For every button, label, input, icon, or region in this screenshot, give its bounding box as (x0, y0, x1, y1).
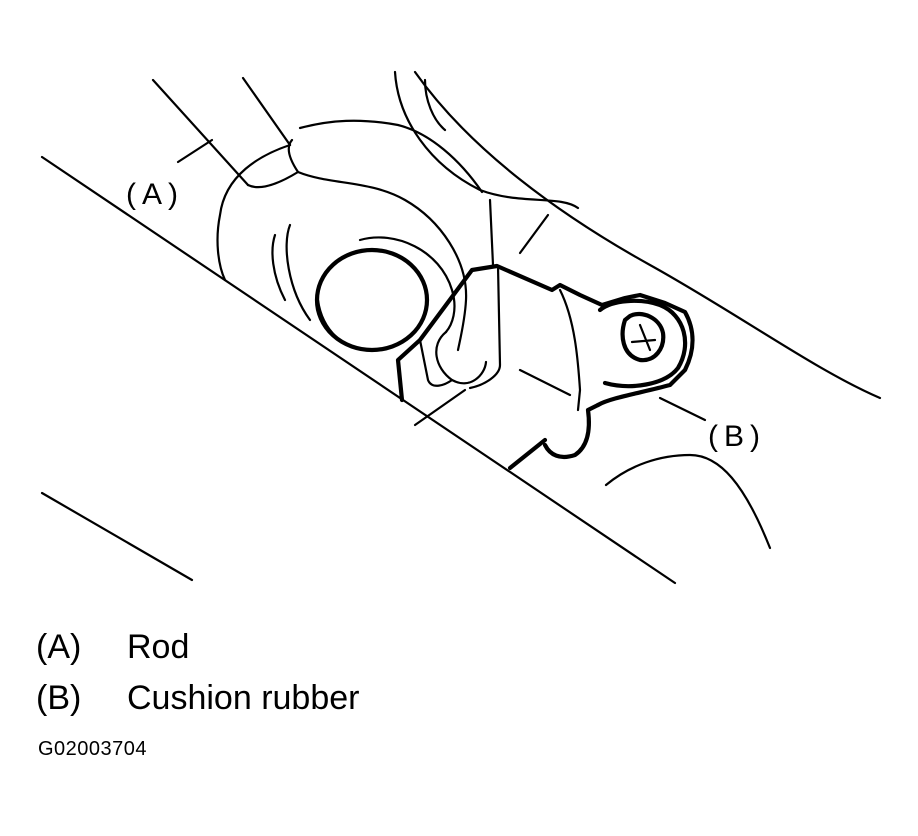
bracket-fold-line (558, 288, 582, 412)
legend-text-b: Cushion rubber (127, 679, 360, 717)
joint-ring-outer (271, 233, 287, 302)
callout-b-label: (B) (708, 420, 766, 453)
rod-cushion-rubber-illustration: (A) (B) (40, 70, 882, 585)
bracket-base-edge (507, 437, 548, 471)
rod-shaft (151, 78, 250, 187)
callout-a-label: (A) (126, 178, 184, 211)
bracket-step-line (413, 388, 467, 427)
legend-key-a: (A) (36, 628, 82, 666)
bracket-face-line (468, 264, 502, 390)
rod-bend (296, 170, 468, 352)
cushion-rubber-outline (597, 298, 688, 389)
legend-row-a: (A) Rod (36, 622, 359, 673)
legend-text-a: Rod (127, 628, 190, 666)
inner-contour-curve (393, 70, 580, 210)
joint-ring-mid (285, 223, 312, 322)
bracket-inner-line (518, 368, 572, 397)
bracket-lower-tab (542, 402, 601, 460)
rod-bend-inner (358, 236, 456, 334)
legend-row-b: (B) Cushion rubber (36, 673, 359, 724)
joint-housing-outline (216, 143, 292, 282)
legend: (A) Rod (B) Cushion rubber (36, 622, 359, 724)
figure-id: G02003704 (38, 738, 148, 760)
cushion-rubber-nut (620, 311, 666, 363)
callout-a-leader (176, 138, 214, 164)
joint-housing-top (298, 119, 484, 194)
joint-ball-shade (316, 298, 374, 352)
frame-edge-lower-line (40, 491, 194, 582)
bracket-upper-line (488, 198, 495, 267)
frame-edge-upper-line (40, 155, 677, 585)
legend-key-b: (B) (36, 679, 82, 717)
cushion-rubber-nut-face (630, 323, 657, 352)
contour-stroke-small (423, 78, 447, 132)
outer-contour-curve (413, 70, 882, 400)
callout-b-leader (658, 396, 707, 422)
bracket-outline (395, 263, 695, 408)
lower-contour-curve (604, 453, 772, 550)
rod-end (246, 138, 300, 189)
bracket-slant-line (518, 213, 550, 255)
rod-shaft-edge (241, 76, 292, 147)
bracket-edge-line (418, 338, 454, 387)
